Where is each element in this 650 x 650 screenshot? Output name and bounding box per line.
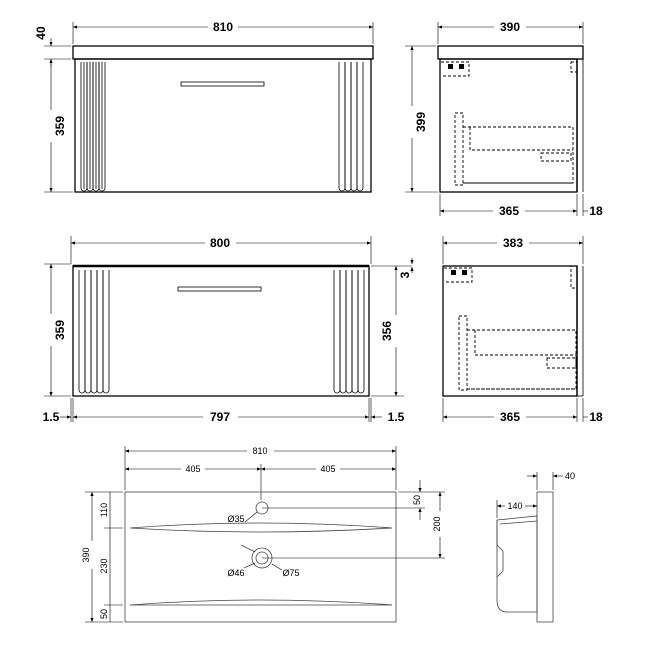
dim-label-section-40: 40 xyxy=(565,471,575,481)
dim-label-1-5-right: 1.5 xyxy=(388,410,405,424)
dim-label-383: 383 xyxy=(503,236,523,250)
basin-front-rim xyxy=(129,599,393,606)
dim-label-50-tap: 50 xyxy=(412,495,422,505)
dim-top-thickness-40: 40 xyxy=(34,26,71,67)
basin-bowl-section xyxy=(496,515,538,613)
basin-section-edge xyxy=(536,491,554,623)
basin-back-rim xyxy=(129,522,393,533)
dim-section-40: 40 xyxy=(527,471,575,490)
front-view-no-top: 800 359 356 3 1.5 797 xyxy=(43,236,414,424)
left-fluted-panel xyxy=(80,62,106,192)
drawer-handle-2 xyxy=(177,286,262,292)
dim-label-797: 797 xyxy=(210,410,230,424)
cabinet-side-outline-2 xyxy=(442,265,578,397)
dim-label-section-140: 140 xyxy=(507,501,522,511)
dim-label-399: 399 xyxy=(414,112,428,132)
right-fluted-panel xyxy=(338,62,364,192)
dim-body-365-top: 365 18 xyxy=(439,194,603,218)
dim-width-800: 800 xyxy=(70,236,372,264)
dim-height-356: 356 xyxy=(371,265,412,397)
dim-section-140: 140 xyxy=(496,500,537,518)
hole-callouts: Ø35 Ø46 Ø75 xyxy=(227,511,300,578)
label-tap-hole: Ø35 xyxy=(227,514,244,524)
dim-basin-width-810: 810 405 405 xyxy=(124,446,397,500)
side-view-with-top: 390 399 365 18 xyxy=(405,20,603,218)
side-view-no-top: 383 365 18 xyxy=(442,236,603,424)
dim-label-18-a: 18 xyxy=(589,204,603,218)
dim-label-365-a: 365 xyxy=(499,204,519,218)
dim-bottom-row-mid: 1.5 797 1.5 xyxy=(43,398,405,424)
dim-label-405-right: 405 xyxy=(320,464,335,474)
left-fluted-panel-2 xyxy=(78,270,110,394)
cabinet-side-outline xyxy=(439,58,578,193)
dim-label-390: 390 xyxy=(500,20,520,34)
dim-label-359-b: 359 xyxy=(53,320,67,340)
cabinet-front-outline xyxy=(74,58,372,193)
side-bracket-mid xyxy=(444,267,473,283)
dim-height-359-mid: 359 xyxy=(44,263,71,397)
drawer-hidden-lines xyxy=(454,112,574,186)
dim-label-40: 40 xyxy=(34,26,48,40)
dim-label-359-a: 359 xyxy=(53,116,67,136)
dim-label-200: 200 xyxy=(432,516,442,531)
drawer-hidden-lines-2 xyxy=(458,315,577,391)
hinge-hidden-line xyxy=(570,61,578,73)
hinge-hidden-line-2 xyxy=(570,265,578,289)
basin-plan-view: 810 405 405 390 110 230 50 xyxy=(81,446,445,623)
dim-label-1-5-left: 1.5 xyxy=(43,410,60,424)
side-bracket-top xyxy=(441,61,470,77)
right-fluted-panel-2 xyxy=(333,270,365,394)
drawer-handle xyxy=(180,81,265,87)
label-waste-hole: Ø46 xyxy=(227,568,244,578)
dim-depth-383: 383 xyxy=(442,236,584,264)
dim-label-110: 110 xyxy=(99,503,109,517)
countertop-outline xyxy=(72,45,374,60)
label-waste-outer: Ø75 xyxy=(282,568,299,578)
dim-label-365-b: 365 xyxy=(500,410,520,424)
dim-tap-waste-from-back: 50 200 xyxy=(262,480,445,559)
dim-width-810: 810 xyxy=(72,20,374,44)
dim-height-359-top: 359 xyxy=(44,59,73,193)
dim-label-18-b: 18 xyxy=(589,410,603,424)
dim-depth-390: 390 xyxy=(437,20,584,44)
dim-basin-depth: 390 110 230 50 xyxy=(81,491,123,623)
countertop-side xyxy=(437,45,584,60)
dim-label-405-left: 405 xyxy=(185,464,200,474)
dim-body-365-mid: 365 18 xyxy=(442,398,603,424)
dim-gap-3: 3 xyxy=(398,258,414,278)
dim-label-810: 810 xyxy=(213,20,233,34)
front-view-with-top: 810 40 359 xyxy=(34,20,374,193)
basin-section-view: 40 140 xyxy=(496,471,575,623)
dim-label-3: 3 xyxy=(398,271,412,278)
dim-label-230: 230 xyxy=(99,558,109,573)
dim-label-50-front: 50 xyxy=(99,609,109,619)
dim-label-basin-810: 810 xyxy=(252,446,267,456)
dim-height-399: 399 xyxy=(405,45,438,193)
cabinet-front-outline-2 xyxy=(72,265,370,397)
dim-label-800: 800 xyxy=(210,236,230,250)
dim-label-basin-390: 390 xyxy=(81,547,91,562)
basin-outline xyxy=(124,491,397,623)
dim-label-356: 356 xyxy=(380,321,394,341)
